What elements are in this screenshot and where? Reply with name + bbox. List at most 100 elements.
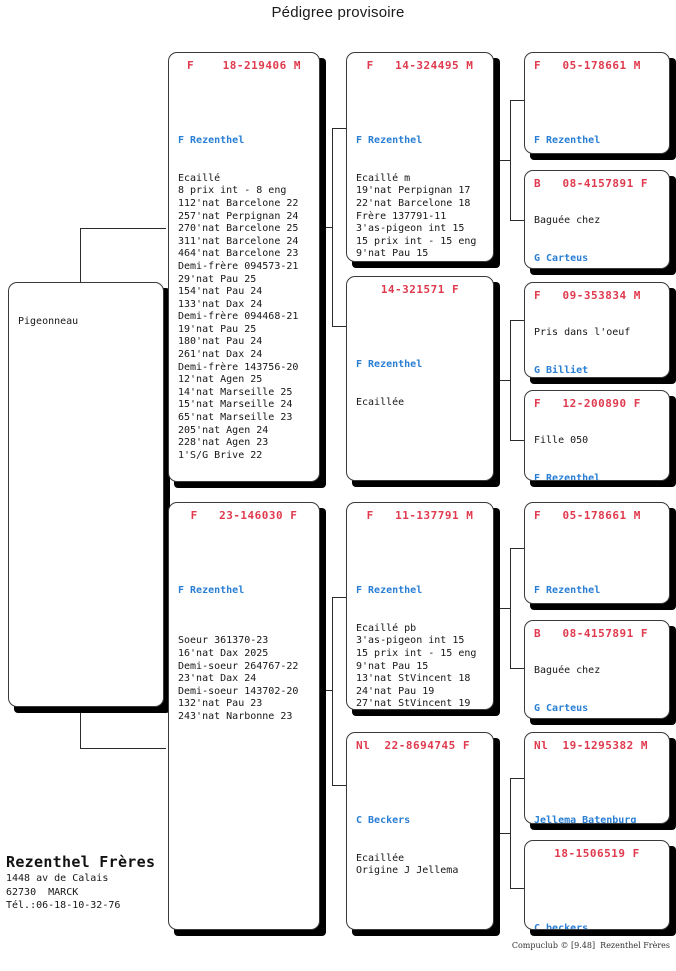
g3-4-body: Fille 050 F Rezenthel EcailléeFille 1520…: [525, 410, 669, 480]
dam-sire-breeder: F Rezenthel: [356, 584, 423, 596]
owner-address: 1448 av de Calais: [6, 873, 109, 884]
g3-1-breeder: F Rezenthel: [534, 134, 601, 146]
card-line: 228'nat Agen 23: [178, 437, 269, 449]
owner-city: 62730 MARCK: [6, 886, 79, 898]
connector-g2a-bottom: [510, 220, 524, 221]
card-line: Demi-soeur 143702-20: [178, 685, 299, 697]
card-line: Ecaillé pb: [356, 622, 417, 634]
card-line: 15'nat Marseille 24: [178, 399, 293, 411]
g3-5-header: F 05-178661 M: [534, 509, 641, 522]
connector-g2a-vertical: [510, 100, 511, 220]
connector-g2c-top: [510, 548, 524, 549]
connector-subject-to-sire: [80, 228, 166, 229]
g3-3-pre: Pris dans l'oeuf: [534, 327, 669, 340]
connector-g2b-vertical: [510, 320, 511, 440]
g3-5-body: F Rezenthel Ecaillé noir pbFrère 521746-…: [525, 522, 669, 603]
card-line: Ecaillée: [356, 852, 405, 864]
g3-6-pre: Baguée chez: [534, 665, 669, 678]
footer-credit: Compuclub © [9.48] Rezenthel Frères: [511, 941, 670, 950]
g3-2-breeder: G Carteus: [534, 252, 589, 264]
card-line: 132'nat Pau 23: [178, 698, 263, 710]
g3-5-card[interactable]: F 05-178661 M F Rezenthel Ecaillé noir p…: [524, 502, 670, 604]
connector-dam-vertical: [332, 597, 333, 785]
owner-phone: Tél.:06-18-10-32-76: [6, 900, 121, 911]
sire-dam-header: 14-321571 F: [380, 283, 460, 296]
card-line: [178, 623, 319, 636]
g3-4-header: F 12-200890 F: [534, 397, 641, 410]
connector-subject-to-dam: [80, 748, 166, 749]
sire-header: F 18-219406 M: [187, 59, 301, 72]
g3-6-card[interactable]: B 08-4157891 F Baguée chez G Carteus Eca…: [524, 620, 670, 719]
owner-block: Rezenthel Frères 1448 av de Calais 62730…: [6, 853, 206, 913]
g3-6-breeder: G Carteus: [534, 702, 589, 714]
dam-dam-header: Nl 22-8694745 F: [356, 739, 470, 752]
sire-dam-body: F Rezenthel Ecaillée: [347, 296, 493, 435]
g3-4-pre: Fille 050: [534, 435, 669, 448]
g3-8-breeder: C beckers: [534, 922, 589, 930]
sire-dam-card[interactable]: 14-321571 F F Rezenthel Ecaillée: [346, 276, 494, 481]
g3-3-breeder: G Billiet: [534, 364, 589, 376]
g3-3-header: F 09-353834 M: [534, 289, 641, 302]
connector-dam-to-damsire: [332, 597, 346, 598]
g3-6-body: Baguée chez G Carteus Ecaillée pbReçue d…: [525, 640, 669, 718]
card-line: Demi-frère 143756-20: [178, 361, 299, 373]
g3-8-card[interactable]: 18-1506519 F C beckers Ecaillée: [524, 840, 670, 930]
card-line: 3'as-pigeon int 15: [356, 223, 465, 235]
page-title: Pédigree provisoire: [271, 4, 405, 21]
g3-2-card[interactable]: B 08-4157891 F Baguée chez G Carteus Eca…: [524, 170, 670, 269]
g3-2-pre: Baguée chez: [534, 215, 669, 228]
dam-breeder: F Rezenthel: [178, 584, 245, 596]
card-line: Frère 137791-11: [356, 210, 447, 222]
connector-dam-stem: [320, 690, 332, 691]
owner-name: Rezenthel Frères: [6, 853, 156, 871]
card-line: 16'nat Dax 2025: [178, 647, 269, 659]
card-line: 27'nat StVincent 19: [356, 698, 471, 710]
g3-4-card[interactable]: F 12-200890 F Fille 050 F Rezenthel Ecai…: [524, 390, 670, 481]
g3-6-header: B 08-4157891 F: [534, 627, 648, 640]
connector-g2b-stem: [496, 380, 510, 381]
card-line: 180'nat Pau 24: [178, 336, 263, 348]
card-line: 311'nat Barcelone 24: [178, 235, 299, 247]
connector-g2d-vertical: [510, 778, 511, 888]
card-line: 13'nat StVincent 18: [356, 673, 471, 685]
card-line: 13'nat StVincent 18: [356, 261, 493, 262]
g3-8-header: 18-1506519 F: [554, 847, 640, 860]
card-line: 19'nat Pau 25: [178, 323, 257, 335]
card-line: 112'nat Barcelone 22: [178, 197, 299, 209]
dam-card[interactable]: F 23-146030 F F Rezenthel Soeur 361370-2…: [168, 502, 320, 930]
g3-2-header: B 08-4157891 F: [534, 177, 648, 190]
card-line: 65'nat Marseille 23: [178, 412, 293, 424]
connector-g2c-stem: [496, 608, 510, 609]
connector-g2b-bottom: [510, 440, 524, 441]
g3-7-breeder: Jellema Batenburg: [534, 814, 637, 824]
card-line: 19'nat Perpignan 17: [356, 185, 471, 197]
g3-5-breeder: F Rezenthel: [534, 584, 601, 596]
g3-8-body: C beckers Ecaillée: [525, 860, 669, 930]
card-line: Soeur 361370-23: [178, 635, 269, 647]
card-line: Fille 050: [534, 435, 589, 447]
card-line: Pris dans l'oeuf: [534, 327, 631, 339]
g3-3-card[interactable]: F 09-353834 M Pris dans l'oeuf G Billiet…: [524, 282, 670, 378]
g3-7-card[interactable]: Nl 19-1295382 M Jellema Batenburg Ecaill…: [524, 732, 670, 824]
connector-g2a-top: [510, 100, 524, 101]
card-line: 3'as-pigeon int 15: [356, 635, 465, 647]
g3-1-card[interactable]: F 05-178661 M F Rezenthel Ecaillé noir p…: [524, 52, 670, 154]
card-line: Baguée chez: [534, 215, 601, 227]
card-line: 8 prix int - 8 eng: [178, 185, 287, 197]
g3-1-header: F 05-178661 M: [534, 59, 641, 72]
card-line: 15 prix int - 15 eng: [356, 647, 477, 659]
subject-card[interactable]: Pigeonneau: [8, 282, 164, 707]
card-line: 1'S/G Brive 22: [178, 449, 263, 461]
sire-breeder: F Rezenthel: [178, 134, 245, 146]
